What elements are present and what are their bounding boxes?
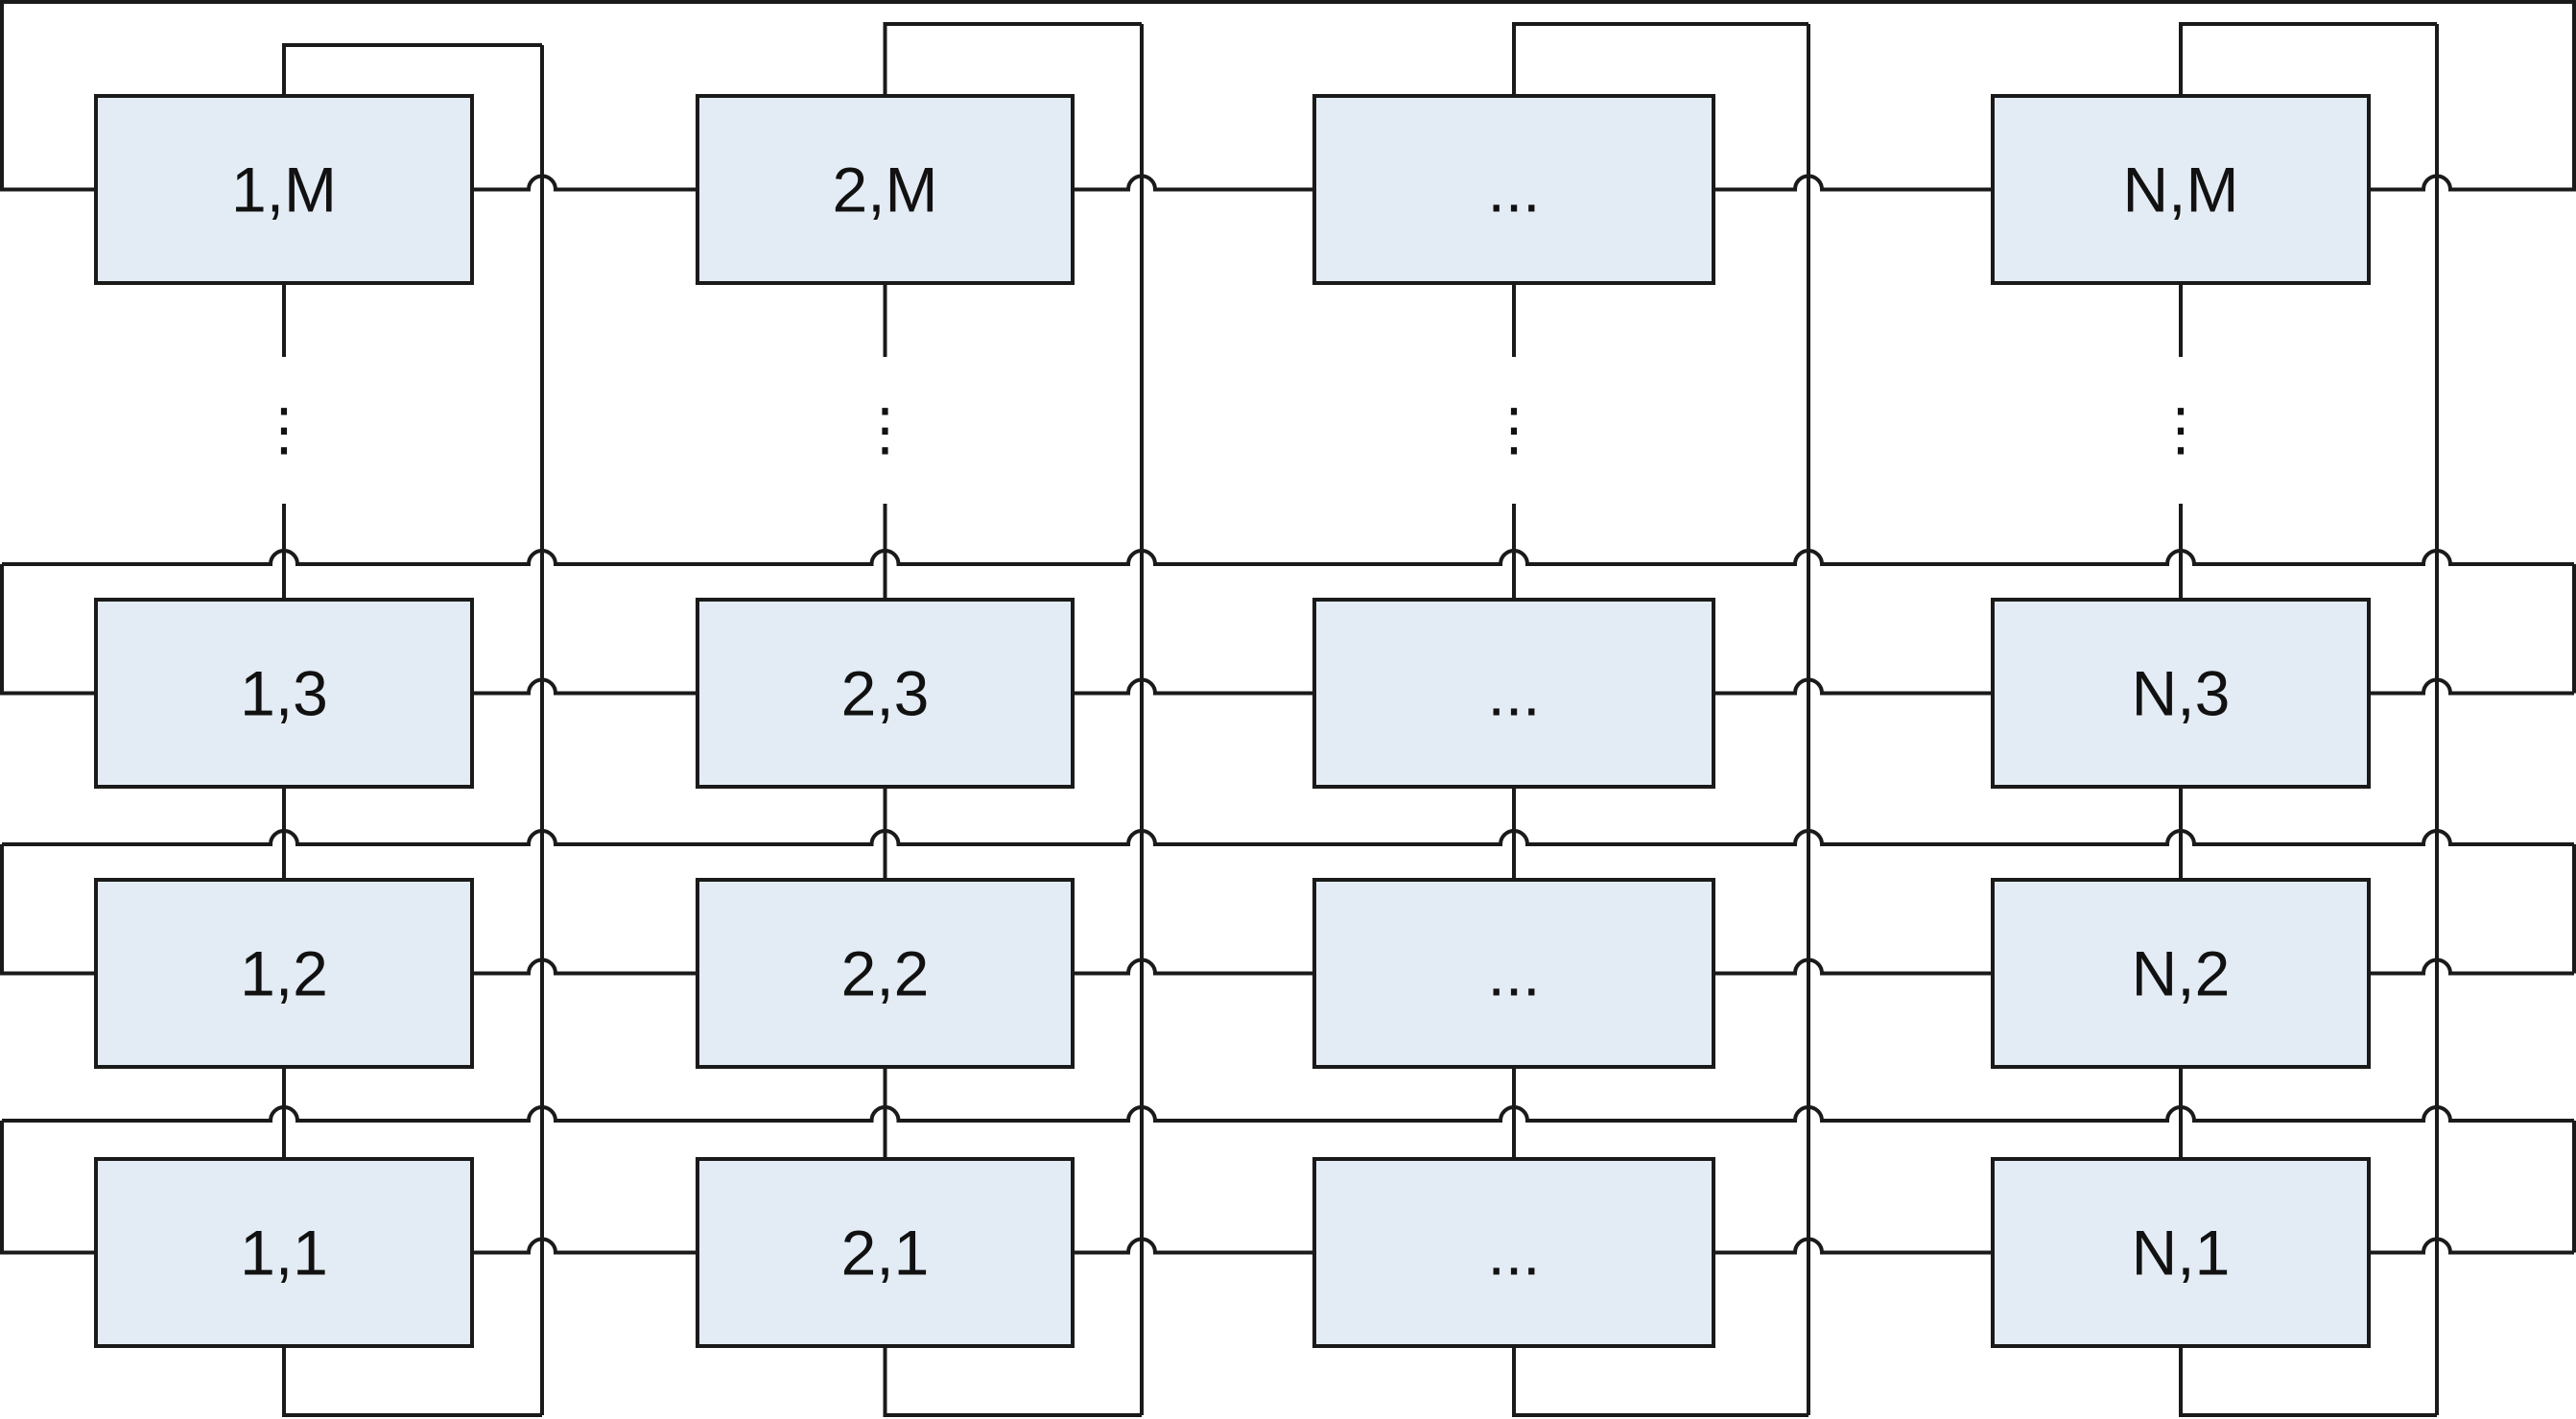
node-label: 2,M [832,154,937,225]
row-gap-marker: ⋮ [857,396,914,463]
node-box [94,598,474,789]
row-link-wire [1713,174,1993,192]
node-box [696,878,1075,1069]
node-label: N,2 [2132,938,2231,1009]
node-label: N,M [2123,154,2239,225]
row-wrap-bus-wire [2,829,2574,846]
row-link-wire [2369,174,2574,192]
row-link-wire [472,174,697,192]
node-box [1312,94,1715,285]
node-box [1991,878,2371,1069]
row-link-wire [2369,677,2574,696]
node-box [1312,878,1715,1069]
node-label: 2,3 [841,658,930,729]
column-top-loop-wire [282,43,542,96]
row-link-wire [1073,958,1314,976]
row-wrap-wire-left [0,564,96,696]
row-link-wire [472,958,697,976]
node-label: N,1 [2132,1218,2231,1289]
column-bottom-loop-wire [883,1346,1142,1417]
node-box [696,94,1075,285]
node-label: ... [1487,658,1540,729]
column-bottom-loop-wire [1512,1346,1808,1417]
node-label: N,3 [2132,658,2231,729]
node-box [696,1157,1075,1348]
node-label: 1,M [231,154,337,225]
row-link-wire [472,1237,697,1255]
node-label: 1,1 [240,1218,328,1289]
column-top-loop-wire [1512,22,1808,96]
node-label: 1,3 [240,658,328,729]
node-box [1312,598,1715,789]
row-link-wire [2369,1237,2574,1255]
node-box [1991,1157,2371,1348]
row-link-wire [2369,958,2574,976]
node-box [94,1157,474,1348]
row-link-wire [1713,958,1993,976]
processor-nodes: 1,M 2,M... N,M 1,3 2,3... N,3 1,2 2,2... N,2 1,1 2… [94,94,2371,1348]
column-bottom-loop-wire [2179,1346,2437,1417]
node-label: 2,2 [841,938,930,1009]
row-gap-marker: ⋮ [2152,396,2210,463]
node-label: ... [1487,1218,1540,1289]
column-top-loop-wire [2179,22,2437,96]
row-wrap-bus-wire [2,549,2574,566]
column-top-loop-wire [883,22,1142,96]
node-box [1312,1157,1715,1348]
row-link-wire [1073,677,1314,696]
row-link-wire [1713,1237,1993,1255]
row-wrap-wire-left [0,1121,96,1255]
row-link-wire [472,677,697,696]
row-gap-markers: ⋮ ⋮ ⋮ ⋮ [255,396,2210,463]
node-label: 2,1 [841,1218,930,1289]
node-label: ... [1487,154,1540,225]
column-bottom-loop-wire [282,1346,542,1417]
row-gap-marker: ⋮ [1485,396,1543,463]
node-box [94,878,474,1069]
row-link-wire [1073,174,1314,192]
node-box [696,598,1075,789]
node-box [1991,94,2371,285]
row-wrap-wire-left [0,844,96,976]
node-label: ... [1487,938,1540,1009]
node-label: 1,2 [240,938,328,1009]
row-gap-marker: ⋮ [255,396,313,463]
row-wrap-bus-wire [2,1105,2574,1123]
node-box [1991,598,2371,789]
row-link-wire [1073,1237,1314,1255]
row-link-wire [1713,677,1993,696]
node-box [94,94,474,285]
